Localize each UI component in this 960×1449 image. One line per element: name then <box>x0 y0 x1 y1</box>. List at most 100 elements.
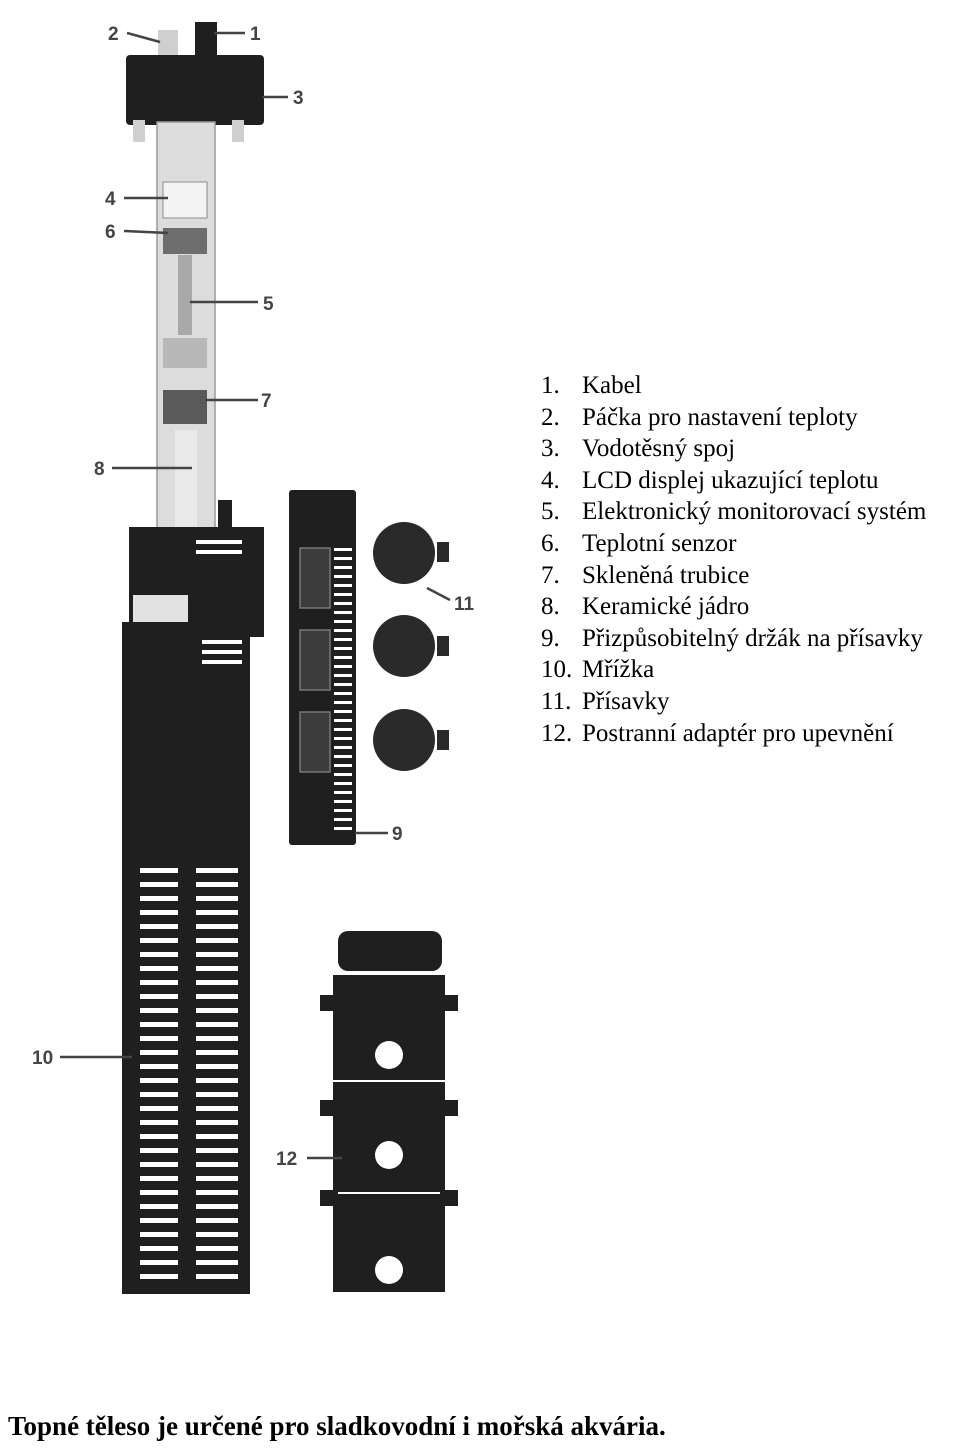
legend-item: 3.Vodotěsný spoj <box>541 433 926 465</box>
grille-slot <box>140 952 178 957</box>
callout-1: 1 <box>250 24 261 45</box>
grille-slot <box>196 1036 238 1041</box>
grille-slot <box>140 1232 178 1237</box>
grille-slot <box>196 910 238 915</box>
heater-body <box>122 500 264 1294</box>
grille-slot <box>334 557 352 560</box>
grille-slot <box>140 1120 178 1125</box>
legend-item: 11.Přísavky <box>541 686 926 718</box>
grille-slot <box>334 782 352 785</box>
grille-slot <box>196 1092 238 1097</box>
grille-slot <box>140 1246 178 1251</box>
callout-numbers: 1 2 3 4 5 6 7 8 9 10 11 12 <box>32 24 475 1170</box>
callout-7: 7 <box>261 391 272 412</box>
grille-slot <box>196 1050 238 1055</box>
suction-cups <box>373 522 449 771</box>
grille-slot <box>202 660 242 664</box>
legend-number: 7. <box>541 561 560 589</box>
grille-slot <box>334 638 352 641</box>
grille-slot <box>140 1148 178 1153</box>
grille-slot <box>334 737 352 740</box>
grille-slot <box>140 1218 178 1223</box>
grille-slot <box>140 1274 178 1279</box>
callout-11: 11 <box>454 594 475 615</box>
grille-slot <box>334 746 352 749</box>
legend-item: 2.Páčka pro nastavení teploty <box>541 402 926 434</box>
callout-9: 9 <box>392 824 403 845</box>
grille-slot <box>140 1078 178 1083</box>
legend-text: Postranní adaptér pro upevnění <box>582 719 894 747</box>
grille-slot <box>196 994 238 999</box>
grille-slot <box>196 1022 238 1027</box>
grille-slot <box>196 1008 238 1013</box>
grille-slot <box>334 818 352 821</box>
legend-number: 10. <box>541 656 573 684</box>
legend-text: LCD displej ukazující teplotu <box>582 466 879 494</box>
legend-number: 6. <box>541 529 560 557</box>
grille-slot <box>196 1204 238 1209</box>
legend-text: Teplotní senzor <box>582 529 737 557</box>
grille-slot <box>140 1190 178 1195</box>
grille-slot <box>196 1232 238 1237</box>
legend-text: Elektronický monitorovací systém <box>582 498 927 526</box>
grille-slot <box>140 896 178 901</box>
grille-slot <box>334 827 352 830</box>
callout-4: 4 <box>105 189 116 210</box>
legend-text: Kabel <box>582 372 642 399</box>
grille-slot <box>140 1204 178 1209</box>
legend-number: 11. <box>541 687 572 715</box>
legend-item: 10.Mřížka <box>541 654 926 686</box>
callout-10: 10 <box>32 1048 53 1069</box>
legend-text: Přizpůsobitelný držák na přísavky <box>582 624 923 652</box>
legend-item: 12.Postranní adaptér pro upevnění <box>541 718 926 750</box>
grille-slot <box>140 1008 178 1013</box>
grille-slot <box>196 540 242 544</box>
grille-slot <box>334 683 352 686</box>
grille-slot <box>334 611 352 614</box>
grille-slot <box>334 584 352 587</box>
legend-number: 1. <box>541 372 560 399</box>
legend-item: 5.Elektronický monitorovací systém <box>541 496 926 528</box>
grille-slot <box>334 647 352 650</box>
grille-slot <box>334 602 352 605</box>
grille-slot <box>140 924 178 929</box>
grille-slot <box>196 1274 238 1279</box>
grille-slot <box>196 952 238 957</box>
callout-6: 6 <box>105 222 116 243</box>
legend-item: 7.Skleněná trubice <box>541 560 926 592</box>
legend-text: Keramické jádro <box>582 593 750 621</box>
legend-number: 3. <box>541 435 560 463</box>
grille-slot <box>140 1064 178 1069</box>
legend-item: 4.LCD displej ukazující teplotu <box>541 465 926 497</box>
grille-slot <box>334 629 352 632</box>
grille-slot <box>196 1120 238 1125</box>
grille-slot <box>140 1106 178 1111</box>
cable <box>158 22 217 60</box>
grille-slot <box>140 1036 178 1041</box>
legend-number: 9. <box>541 624 560 652</box>
suction-holder <box>289 490 356 845</box>
grille-slot <box>196 1162 238 1167</box>
grille-slot <box>140 994 178 999</box>
grille-slot <box>196 896 238 901</box>
legend-number: 2. <box>541 403 560 431</box>
grille-slot <box>196 1064 238 1069</box>
grille-slot <box>140 1162 178 1167</box>
grille-slot <box>196 924 238 929</box>
grille-slot <box>140 938 178 943</box>
grille-slot <box>334 665 352 668</box>
grille-slot <box>334 566 352 569</box>
grille-slot <box>196 1176 238 1181</box>
grille-slot <box>196 966 238 971</box>
grille-slot <box>334 575 352 578</box>
callout-5: 5 <box>263 294 274 315</box>
grille-slot <box>140 966 178 971</box>
holder-slots <box>334 548 352 830</box>
grille-slot <box>334 764 352 767</box>
grille-slot <box>140 1050 178 1055</box>
grille-slot <box>196 1134 238 1139</box>
side-adapter <box>320 931 458 1292</box>
grille-slot <box>334 755 352 758</box>
